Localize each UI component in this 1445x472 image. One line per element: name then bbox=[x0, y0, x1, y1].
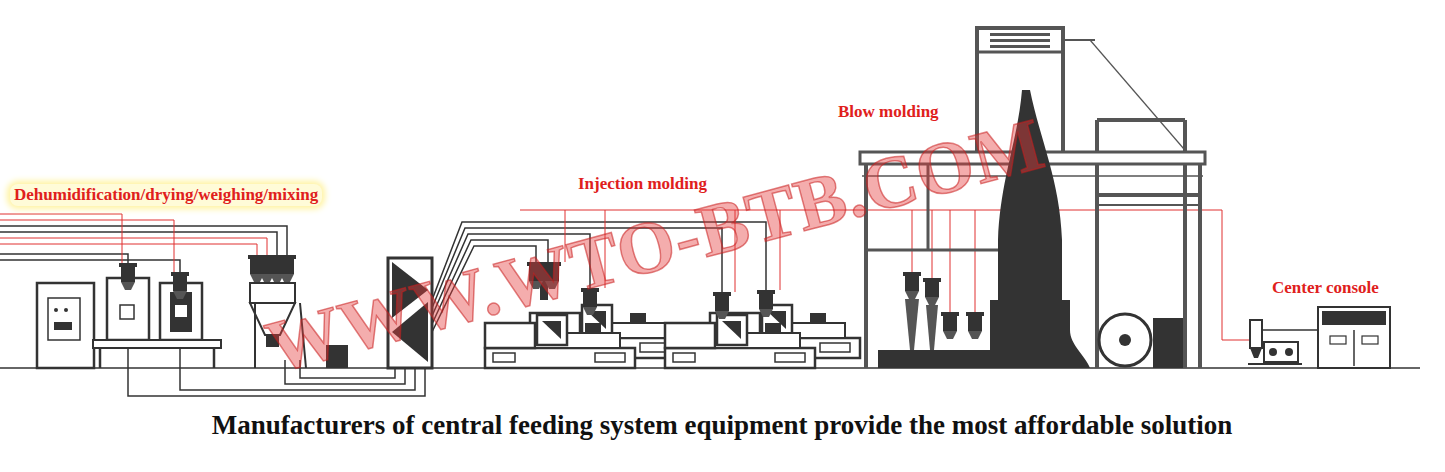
drawing-part bbox=[1097, 204, 1200, 206]
drawing-part bbox=[37, 283, 94, 368]
drawing-part bbox=[950, 210, 951, 312]
drawing-part bbox=[1250, 320, 1262, 348]
drawing-part bbox=[903, 272, 921, 299]
drawing-part bbox=[1262, 329, 1318, 331]
drawing-part bbox=[990, 300, 1090, 368]
drawing-part bbox=[99, 348, 102, 368]
section-label: Injection molding bbox=[578, 174, 707, 194]
drawing-part bbox=[905, 299, 919, 350]
drawing-part bbox=[975, 210, 976, 312]
drawing-part bbox=[923, 278, 941, 305]
drawing-part bbox=[0, 254, 128, 263]
drawing-part bbox=[254, 303, 256, 368]
drawing-part bbox=[1322, 311, 1386, 325]
drawing-part bbox=[0, 226, 287, 255]
drawing-part bbox=[1269, 348, 1277, 356]
drawing-part bbox=[1153, 318, 1183, 368]
drawing-part bbox=[1097, 118, 1185, 122]
drawing-part bbox=[64, 308, 68, 312]
drawing-part bbox=[93, 340, 221, 348]
drawing-part bbox=[665, 315, 815, 368]
drawing-part bbox=[990, 45, 1050, 48]
drawing-part bbox=[878, 350, 998, 368]
drawing-part bbox=[278, 255, 296, 282]
drawing-part bbox=[175, 305, 187, 317]
drawing-part bbox=[1330, 336, 1346, 344]
drawing-part bbox=[250, 283, 295, 303]
drawing-part bbox=[926, 305, 938, 350]
drawing-part bbox=[990, 39, 1050, 42]
drawing-part bbox=[713, 292, 731, 319]
drawing-part bbox=[1250, 348, 1262, 358]
section-label: Dehumidification/drying/weighing/mixing bbox=[10, 184, 322, 206]
drawing-part bbox=[1097, 193, 1200, 197]
drawing-part bbox=[54, 322, 72, 330]
drawing-part bbox=[0, 220, 174, 272]
drawing-part bbox=[912, 210, 913, 272]
drawing-part bbox=[0, 244, 257, 255]
section-label: Center console bbox=[1272, 278, 1379, 298]
drawing-part bbox=[0, 238, 267, 255]
drawing-part bbox=[966, 312, 984, 339]
drawing-part bbox=[975, 51, 1065, 54]
drawing-part bbox=[1285, 348, 1293, 356]
drawing-part bbox=[48, 298, 80, 340]
drawing-part bbox=[975, 26, 1065, 30]
drawing-part bbox=[120, 305, 134, 319]
vacuum-unit-and-console bbox=[1248, 307, 1390, 368]
caption: Manufacturers of central feeding system … bbox=[212, 409, 1232, 441]
drawing-part bbox=[1264, 342, 1298, 362]
drawing-part bbox=[757, 290, 775, 317]
drawing-part bbox=[1119, 334, 1131, 346]
drawing-part bbox=[1318, 307, 1390, 368]
drawing-part bbox=[0, 232, 277, 255]
drawing-part bbox=[119, 263, 137, 290]
drawing-part bbox=[213, 348, 216, 368]
drawing-part bbox=[1099, 314, 1151, 366]
section-label: Blow molding bbox=[838, 102, 939, 122]
drawing-part bbox=[1362, 336, 1378, 344]
drawing-part bbox=[171, 272, 189, 299]
drawing-part bbox=[54, 308, 58, 312]
drawing-part bbox=[1061, 28, 1065, 152]
drawing-part bbox=[990, 33, 1050, 36]
drawing-part bbox=[932, 210, 933, 278]
drawing-part bbox=[941, 312, 959, 339]
drawing-part bbox=[866, 249, 1000, 252]
drawing-part bbox=[1090, 40, 1190, 156]
drawing-part bbox=[1353, 330, 1355, 366]
drawing-part bbox=[1248, 363, 1302, 365]
drawing-part bbox=[0, 260, 180, 272]
